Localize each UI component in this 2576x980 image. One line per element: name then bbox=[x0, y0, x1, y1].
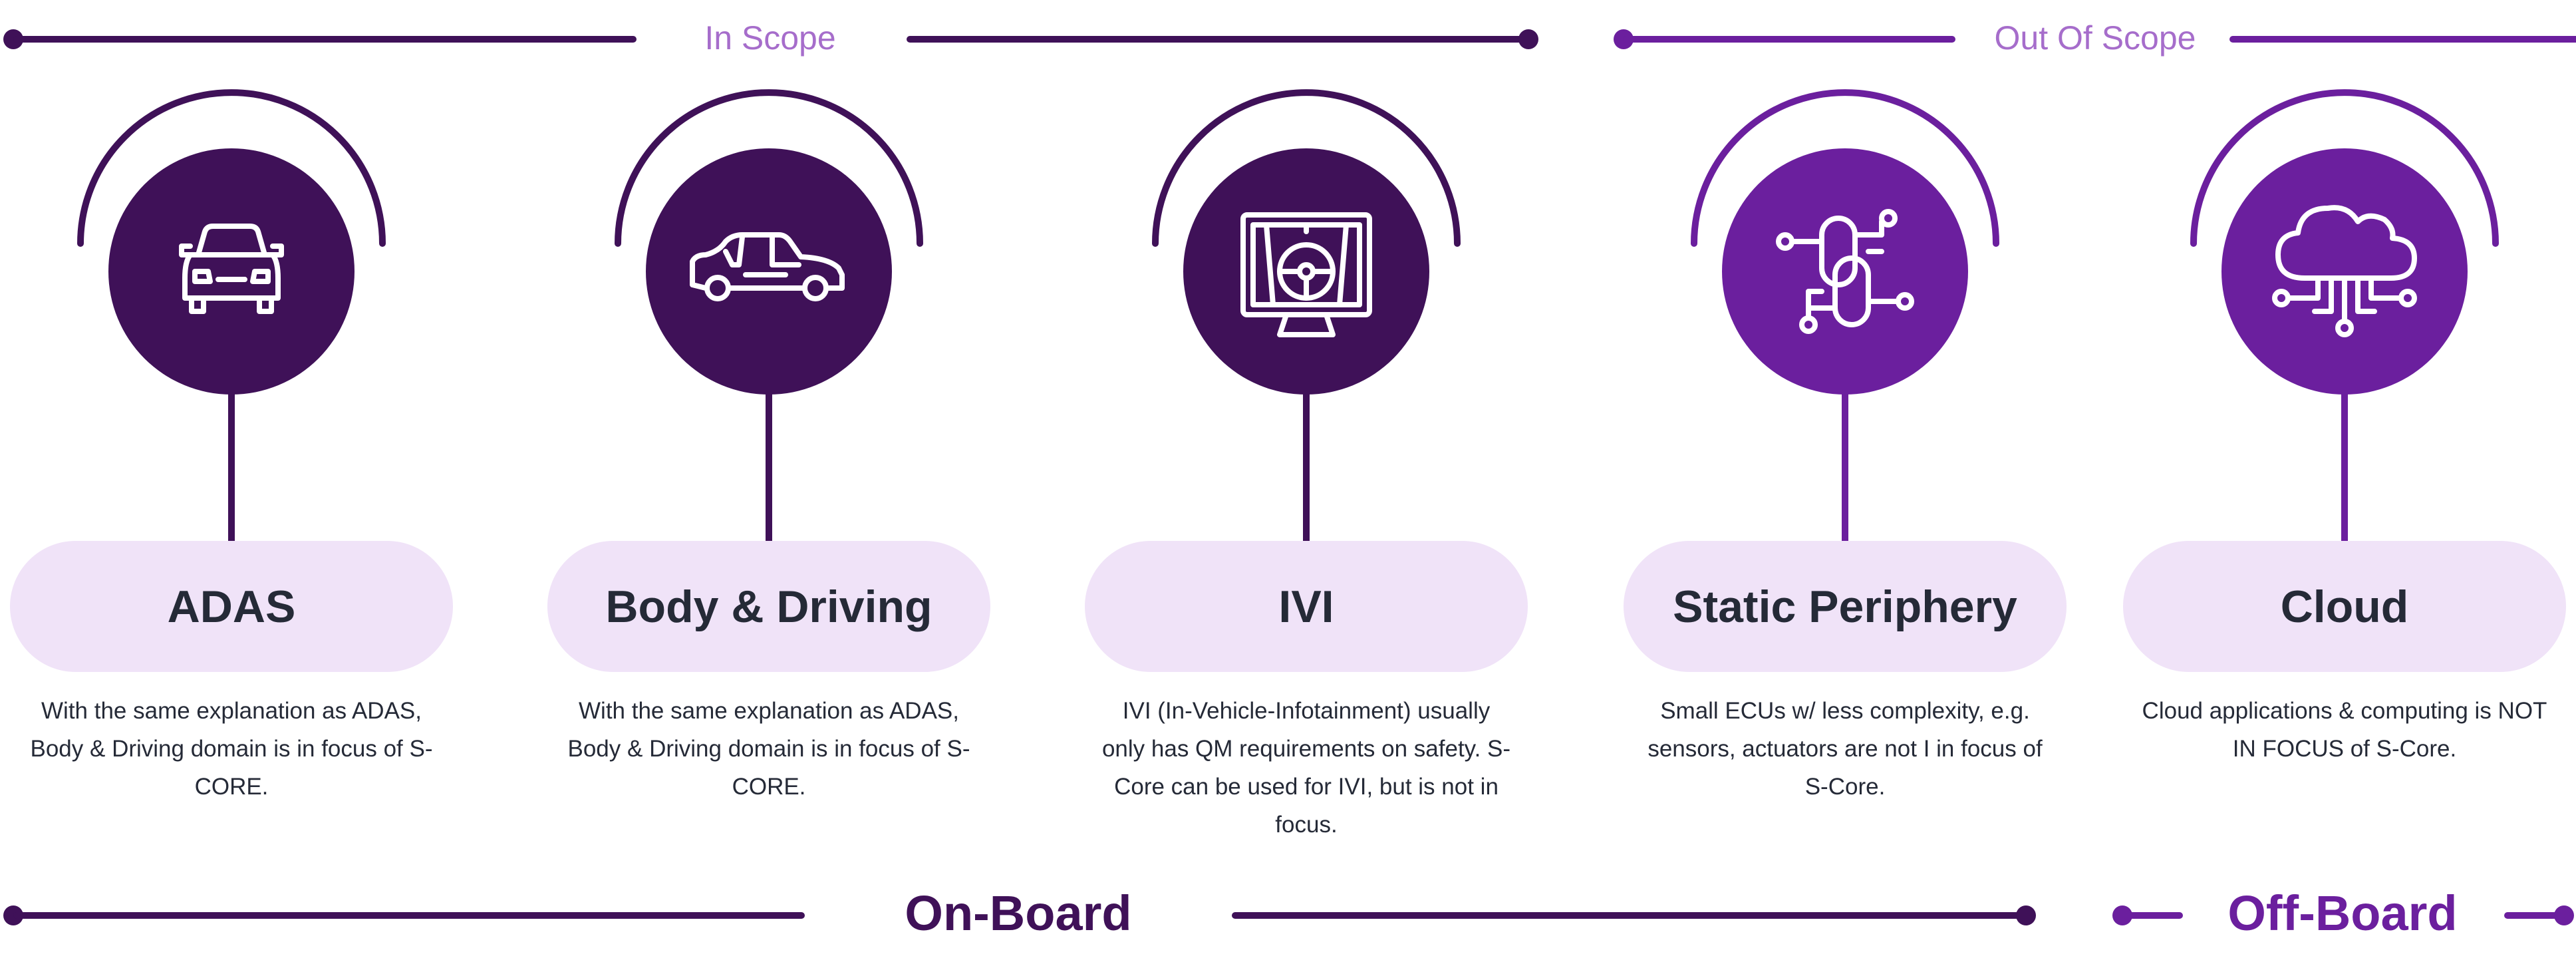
domain-title: ADAS bbox=[10, 541, 453, 672]
in-scope-line-right bbox=[907, 36, 1528, 43]
connector-stem bbox=[1303, 393, 1310, 542]
scope-arc bbox=[615, 89, 923, 247]
domain-description: With the same explanation as ADAS, Body … bbox=[567, 698, 970, 800]
domain-card: ADAS With the same explanation as ADAS, … bbox=[0, 0, 464, 865]
scope-arc bbox=[2190, 89, 2499, 247]
scope-arc bbox=[77, 89, 386, 247]
domain-card: Cloud Cloud applications & computing is … bbox=[2112, 0, 2576, 865]
connector-stem bbox=[766, 393, 772, 542]
off-board-line-right bbox=[2504, 912, 2564, 919]
domain-description: Small ECUs w/ less complexity, e.g. sens… bbox=[1647, 698, 2043, 800]
domain-description: Cloud applications & computing is NOT IN… bbox=[2142, 698, 2547, 762]
in-scope-label: In Scope bbox=[704, 19, 836, 57]
out-of-scope-label: Out Of Scope bbox=[1994, 19, 2196, 57]
domain-title: Body & Driving bbox=[547, 541, 990, 672]
domain-title: IVI bbox=[1085, 541, 1528, 672]
cloud-network-icon bbox=[2272, 205, 2417, 337]
off-board-label: Off-Board bbox=[2227, 886, 2458, 941]
domain-icon-circle bbox=[2221, 148, 2468, 395]
connector-stem bbox=[1842, 393, 1848, 542]
on-board-line-left bbox=[13, 912, 805, 919]
domain-title: Static Periphery bbox=[1624, 541, 2067, 672]
on-board-label: On-Board bbox=[905, 886, 1132, 941]
car-side-icon bbox=[690, 232, 845, 301]
domain-icon-circle bbox=[1183, 148, 1429, 395]
in-scope-line-left bbox=[13, 36, 637, 43]
on-board-line-right bbox=[1232, 912, 2026, 919]
chain-link-circuit-icon bbox=[1776, 209, 1914, 334]
car-front-icon bbox=[179, 224, 284, 314]
domain-icon-circle bbox=[1722, 148, 1968, 395]
domain-description: With the same explanation as ADAS, Body … bbox=[30, 698, 433, 800]
scope-arc bbox=[1691, 89, 1999, 247]
out-scope-line-left bbox=[1623, 36, 1955, 43]
off-board-end-dot bbox=[2554, 905, 2574, 925]
out-scope-line-right bbox=[2229, 36, 2576, 43]
monitor-steering-wheel-icon bbox=[1240, 212, 1372, 337]
domain-card: Static Periphery Small ECUs w/ less comp… bbox=[1612, 0, 2078, 865]
domain-description: IVI (In-Vehicle-Infotainment) usually on… bbox=[1101, 698, 1511, 838]
domain-icon-circle bbox=[108, 148, 355, 395]
domain-card: IVI IVI (In-Vehicle-Infotainment) usuall… bbox=[1073, 0, 1539, 865]
domain-icon-circle bbox=[646, 148, 892, 395]
in-scope-end-dot bbox=[1518, 29, 1538, 49]
domain-card: Body & Driving With the same explanation… bbox=[536, 0, 1002, 865]
connector-stem bbox=[2341, 393, 2348, 542]
off-board-line-left bbox=[2122, 912, 2183, 919]
scope-arc bbox=[1152, 89, 1461, 247]
on-board-end-dot bbox=[2016, 905, 2036, 925]
connector-stem bbox=[228, 393, 235, 542]
domain-title: Cloud bbox=[2123, 541, 2566, 672]
